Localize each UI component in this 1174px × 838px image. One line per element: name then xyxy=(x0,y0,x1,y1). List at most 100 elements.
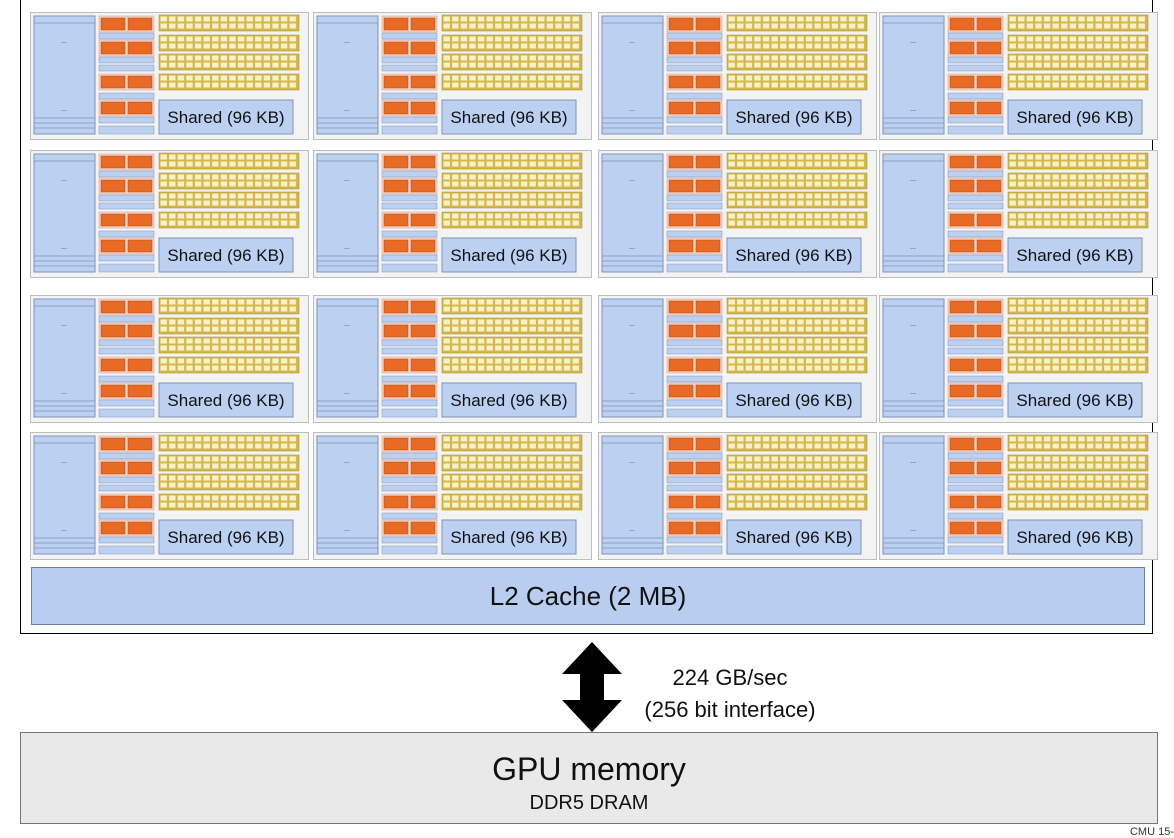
streaming-multiprocessor: ...... Shared (96 KB) xyxy=(313,150,592,278)
svg-text:...: ... xyxy=(344,38,350,45)
svg-text:...: ... xyxy=(344,389,350,396)
shared-memory-label: Shared (96 KB) xyxy=(1016,528,1133,547)
shared-memory xyxy=(441,99,577,135)
svg-text:...: ... xyxy=(344,176,350,183)
sm-schematic: ......Shared (96 KB) xyxy=(882,14,1149,135)
control-block xyxy=(316,435,379,555)
streaming-multiprocessor: ......Shared (96 KB) xyxy=(598,295,877,423)
svg-text:...: ... xyxy=(629,389,635,396)
shared-memory xyxy=(441,237,577,273)
svg-text:...: ... xyxy=(61,176,67,183)
shared-memory xyxy=(441,382,577,418)
sm-schematic: ...... Shared (96 KB) xyxy=(316,297,583,418)
shared-memory-label: Shared (96 KB) xyxy=(167,246,284,265)
shared-memory xyxy=(441,519,577,555)
svg-text:...: ... xyxy=(344,321,350,328)
svg-text:...: ... xyxy=(629,38,635,45)
svg-text:...: ... xyxy=(629,176,635,183)
shared-memory xyxy=(1007,382,1143,418)
control-block xyxy=(33,298,96,418)
bandwidth-label: 224 GB/sec (256 bit interface) xyxy=(625,662,835,726)
shared-memory-label: Shared (96 KB) xyxy=(1016,108,1133,127)
shared-memory xyxy=(726,99,862,135)
control-block xyxy=(882,435,945,555)
shared-memory-label: Shared (96 KB) xyxy=(1016,246,1133,265)
slide-footer: CMU 15- xyxy=(1129,826,1174,838)
bus-width: (256 bit interface) xyxy=(644,697,816,722)
svg-text:...: ... xyxy=(61,458,67,465)
control-block xyxy=(882,298,945,418)
sm-schematic: ......Shared (96 KB) xyxy=(601,434,868,555)
svg-text:...: ... xyxy=(61,389,67,396)
shared-memory-label: Shared (96 KB) xyxy=(450,108,567,127)
svg-text:...: ... xyxy=(910,526,916,533)
sm-schematic: ...... Shared (96 KB) xyxy=(882,434,1149,555)
svg-text:...: ... xyxy=(344,526,350,533)
control-block xyxy=(601,15,664,135)
shared-memory xyxy=(158,519,294,555)
svg-text:...: ... xyxy=(344,106,350,113)
control-block xyxy=(316,298,379,418)
streaming-multiprocessor: ...... Shared (96 KB) xyxy=(879,150,1158,278)
shared-memory-label: Shared (96 KB) xyxy=(735,246,852,265)
gpu-memory-title: GPU memory xyxy=(492,751,686,787)
control-block xyxy=(33,153,96,273)
sm-schematic: ...... Shared (96 KB) xyxy=(316,152,583,273)
shared-memory-label: Shared (96 KB) xyxy=(735,528,852,547)
svg-text:...: ... xyxy=(629,106,635,113)
gpu-memory-subtitle: DDR5 DRAM xyxy=(529,792,649,814)
streaming-multiprocessor: ......Shared (96 KB) xyxy=(313,432,592,560)
sm-schematic: ......Shared (96 KB) xyxy=(601,152,868,273)
control-block xyxy=(316,153,379,273)
svg-text:...: ... xyxy=(344,244,350,251)
l2-cache-label: L2 Cache (2 MB) xyxy=(489,580,687,611)
control-block xyxy=(316,15,379,135)
svg-text:...: ... xyxy=(61,244,67,251)
control-block xyxy=(882,15,945,135)
shared-memory-label: Shared (96 KB) xyxy=(450,246,567,265)
gpu-memory: GPU memory DDR5 DRAM xyxy=(20,732,1158,824)
svg-text:...: ... xyxy=(629,458,635,465)
svg-text:...: ... xyxy=(61,106,67,113)
shared-memory xyxy=(726,519,862,555)
svg-text:...: ... xyxy=(61,526,67,533)
sm-schematic: ...... Shared (96 KB) xyxy=(882,152,1149,273)
streaming-multiprocessor: ...... Shared (96 KB) xyxy=(30,150,309,278)
sm-schematic: ...... Shared (96 KB) xyxy=(882,297,1149,418)
sm-schematic: ...... Shared (96 KB) xyxy=(33,152,300,273)
streaming-multiprocessor: ......Shared (96 KB) xyxy=(30,432,309,560)
sm-schematic: ......Shared (96 KB) xyxy=(33,434,300,555)
svg-text:...: ... xyxy=(910,244,916,251)
streaming-multiprocessor: ...... Shared (96 KB) xyxy=(879,432,1158,560)
sm-schematic: ......Shared (96 KB) xyxy=(316,434,583,555)
shared-memory-label: Shared (96 KB) xyxy=(167,108,284,127)
shared-memory-label: Shared (96 KB) xyxy=(167,391,284,410)
shared-memory xyxy=(158,382,294,418)
svg-text:...: ... xyxy=(910,458,916,465)
shared-memory xyxy=(1007,519,1143,555)
streaming-multiprocessor: ......Shared (96 KB) xyxy=(598,432,877,560)
control-block xyxy=(601,435,664,555)
svg-text:...: ... xyxy=(344,458,350,465)
svg-text:...: ... xyxy=(910,321,916,328)
svg-text:...: ... xyxy=(61,38,67,45)
svg-text:...: ... xyxy=(910,389,916,396)
shared-memory-label: Shared (96 KB) xyxy=(450,391,567,410)
sm-schematic: ...... Shared (96 KB) xyxy=(33,297,300,418)
svg-text:...: ... xyxy=(910,106,916,113)
sm-schematic: ...... Shared (96 KB) xyxy=(33,14,300,135)
streaming-multiprocessor: ...... Shared (96 KB) xyxy=(30,12,309,140)
control-block xyxy=(33,435,96,555)
shared-memory xyxy=(1007,99,1143,135)
shared-memory xyxy=(158,99,294,135)
sm-schematic: ...... Shared (96 KB) xyxy=(316,14,583,135)
control-block xyxy=(601,153,664,273)
svg-text:...: ... xyxy=(629,321,635,328)
streaming-multiprocessor: ...... Shared (96 KB) xyxy=(313,295,592,423)
sm-schematic: ......Shared (96 KB) xyxy=(601,14,868,135)
shared-memory-label: Shared (96 KB) xyxy=(1016,391,1133,410)
svg-text:...: ... xyxy=(61,321,67,328)
shared-memory xyxy=(1007,237,1143,273)
svg-text:...: ... xyxy=(910,176,916,183)
control-block xyxy=(882,153,945,273)
